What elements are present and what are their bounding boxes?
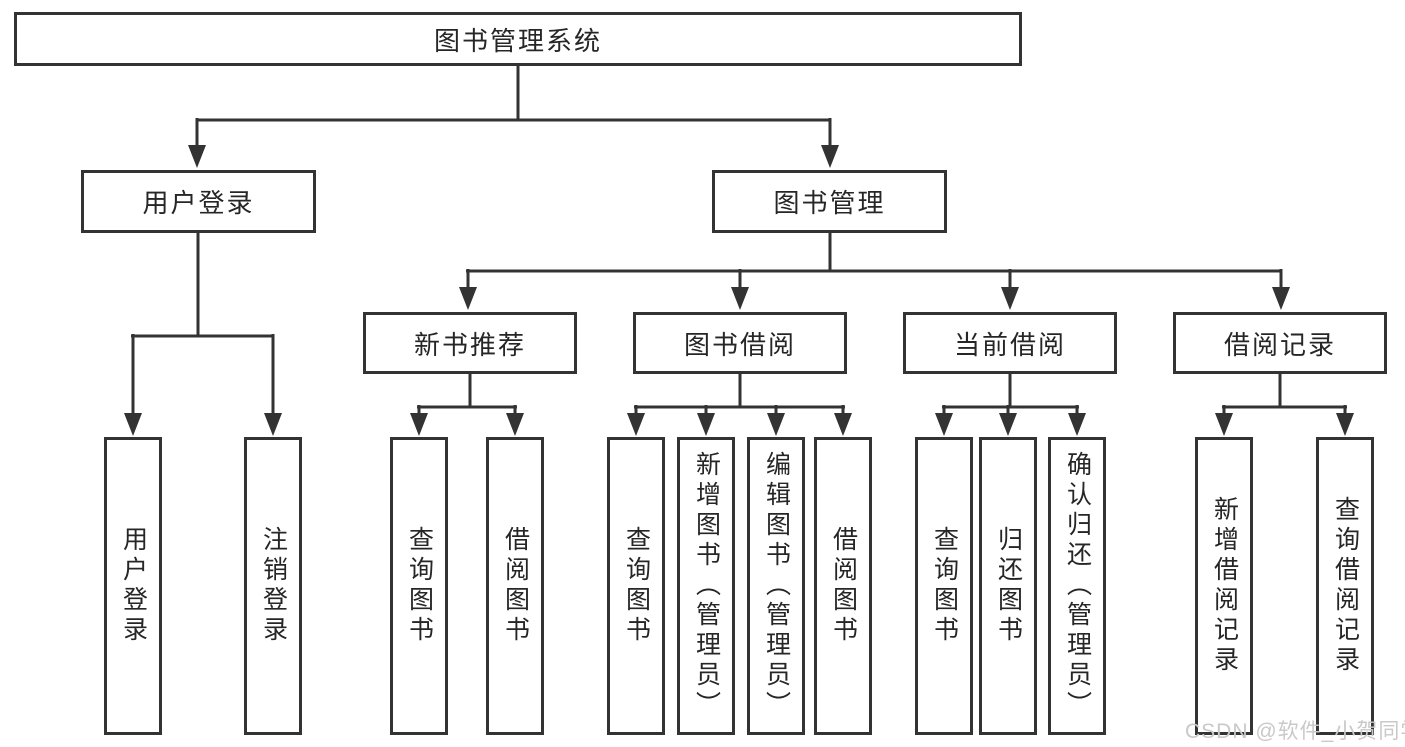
- leaf-add-book-admin-label: 新增图书（管理员）: [692, 451, 721, 721]
- node-current-borrowing-label: 当前借阅: [953, 329, 1066, 360]
- leaf-add-borrow-record-label: 新增借阅记录: [1210, 496, 1239, 676]
- node-book-management-label: 图书管理: [773, 188, 886, 218]
- node-root-label: 图书管理系统: [433, 25, 602, 56]
- leaf-edit-book-admin-label: 编辑图书（管理员）: [762, 451, 791, 721]
- leaf-borrow-books-label: 借阅图书: [829, 526, 858, 646]
- leaf-query-books-recommend-label: 查询图书: [405, 526, 434, 646]
- leaf-add-book-admin: 新增图书（管理员）: [677, 437, 735, 735]
- node-new-book-recommend-label: 新书推荐: [413, 329, 526, 360]
- leaf-borrow-books-recommend-label: 借阅图书: [501, 526, 530, 646]
- leaf-query-books-current-label: 查询图书: [930, 526, 959, 646]
- node-borrow-records-label: 借阅记录: [1223, 329, 1336, 360]
- node-borrow-records: 借阅记录: [1173, 312, 1387, 374]
- leaf-logout-label: 注销登录: [259, 526, 288, 646]
- leaf-edit-book-admin: 编辑图书（管理员）: [747, 437, 805, 735]
- leaf-query-books-borrowing-label: 查询图书: [622, 526, 651, 646]
- leaf-return-book-label: 归还图书: [994, 526, 1023, 646]
- leaf-borrow-books: 借阅图书: [814, 437, 872, 735]
- node-user-login-label: 用户登录: [142, 188, 255, 218]
- node-book-borrowing-label: 图书借阅: [683, 329, 796, 360]
- node-current-borrowing: 当前借阅: [903, 312, 1117, 374]
- leaf-confirm-return-admin: 确认归还（管理员）: [1048, 437, 1106, 735]
- leaf-user-login: 用户登录: [104, 437, 162, 735]
- node-book-borrowing: 图书借阅: [633, 312, 847, 374]
- leaf-confirm-return-admin-label: 确认归还（管理员）: [1063, 451, 1092, 721]
- node-root: 图书管理系统: [14, 12, 1022, 66]
- leaf-query-books-current: 查询图书: [915, 437, 973, 735]
- leaf-return-book: 归还图书: [979, 437, 1037, 735]
- leaf-query-borrow-record-label: 查询借阅记录: [1331, 496, 1360, 676]
- node-user-login: 用户登录: [81, 170, 316, 233]
- leaf-user-login-label: 用户登录: [119, 526, 148, 646]
- leaf-add-borrow-record: 新增借阅记录: [1195, 437, 1253, 735]
- leaf-query-books-recommend: 查询图书: [390, 437, 448, 735]
- node-book-management: 图书管理: [712, 170, 947, 233]
- leaf-query-borrow-record: 查询借阅记录: [1316, 437, 1374, 735]
- leaf-query-books-borrowing: 查询图书: [607, 437, 665, 735]
- csdn-watermark: CSDN @软件_小贺同学: [1185, 720, 1405, 743]
- leaf-borrow-books-recommend: 借阅图书: [486, 437, 544, 735]
- node-new-book-recommend: 新书推荐: [363, 312, 577, 374]
- leaf-logout: 注销登录: [244, 437, 302, 735]
